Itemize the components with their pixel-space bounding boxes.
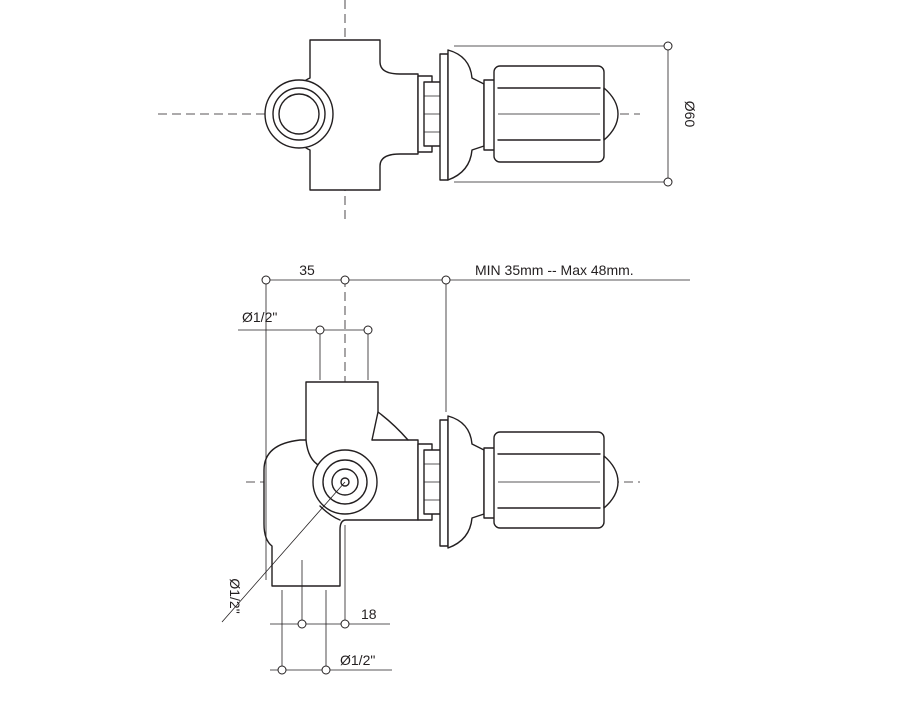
- top-inlet-mid-ring: [272, 87, 326, 141]
- dim-marker: [315, 325, 325, 335]
- inlet-bottom-label: Ø1/2": [340, 652, 375, 668]
- width-35-label: 35: [299, 262, 315, 278]
- side-outlet-inner-ring: [331, 468, 359, 496]
- dim-marker: [340, 275, 350, 285]
- wall-range-label: MIN 35mm -- Max 48mm.: [475, 262, 634, 278]
- side-flange: [439, 419, 449, 547]
- top-view: Ø60: [158, 0, 698, 222]
- dim-marker: [321, 665, 331, 675]
- side-outlet-center: [340, 477, 350, 487]
- dim-marker: [297, 619, 307, 629]
- dim-marker: [340, 619, 350, 629]
- outlet-diag-label: Ø1/2": [227, 578, 243, 613]
- dim-marker: [277, 665, 287, 675]
- side-handle-cap: [603, 455, 619, 509]
- top-inlet-outer-ring: [264, 79, 334, 149]
- outlet-leader-line: [221, 481, 346, 623]
- diameter-60-label: Ø60: [682, 101, 698, 128]
- top-inlet-inner-ring: [278, 93, 320, 135]
- dim-marker: [441, 275, 451, 285]
- side-view: 35 MIN 35mm -- Max 48mm. Ø1/2" Ø1/2" 18 …: [221, 262, 690, 675]
- dim-marker: [363, 325, 373, 335]
- side-handle-body: [493, 431, 605, 529]
- side-body-fillet-2: [319, 505, 341, 521]
- side-body-edge-1: [371, 411, 379, 441]
- top-handle-cap: [603, 87, 619, 141]
- side-outlet-mid-ring: [322, 459, 368, 505]
- dim-marker: [663, 41, 673, 51]
- offset-18-label: 18: [361, 606, 377, 622]
- top-bell: [447, 49, 485, 181]
- dim-marker: [261, 275, 271, 285]
- inlet-top-label: Ø1/2": [242, 309, 277, 325]
- dim-marker: [663, 177, 673, 187]
- side-bell: [447, 415, 485, 549]
- top-flange: [439, 53, 449, 181]
